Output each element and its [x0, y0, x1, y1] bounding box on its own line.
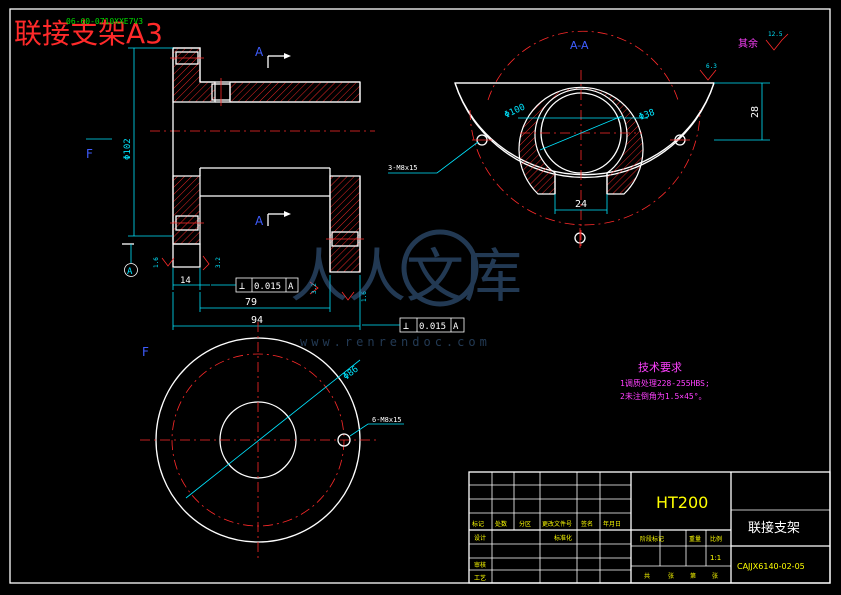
- section-marker-top: A: [255, 45, 264, 59]
- section-marker-bottom: A: [255, 214, 264, 228]
- top-stamp: 06-60-0710XXE7V3: [66, 17, 143, 26]
- roughness-symbol-others: [765, 33, 789, 51]
- section-view-a-a: [454, 30, 715, 250]
- drawing-border: [9, 8, 831, 584]
- tb-sheet-1: 张: [668, 572, 674, 580]
- tb-sheet-0: 共: [644, 572, 650, 580]
- dim-d86-label: Φ86: [342, 364, 361, 382]
- watermark: 人人文库 www.renrendoc.com: [290, 229, 522, 349]
- tb-right-header-0: 阶段标记: [640, 535, 664, 543]
- tb-header-2: 分区: [519, 520, 531, 528]
- dim-d38-label: Φ38: [638, 108, 657, 123]
- tol-1-symbol: ⊥: [239, 281, 245, 292]
- dimension-14: [172, 268, 210, 290]
- roughness-symbol-2: [202, 255, 210, 271]
- dimension-94: [172, 275, 361, 330]
- roughness-3-label: 3.2: [311, 283, 318, 294]
- dimension-24: [554, 194, 608, 214]
- dimension-79: [199, 275, 331, 312]
- dim-28-label: 28: [750, 106, 761, 118]
- roughness-symbol-4: [341, 291, 355, 301]
- roughness-symbol-6-3: [699, 69, 717, 81]
- leader-6-holes: [349, 423, 404, 437]
- tolerance-frame-2: [362, 317, 465, 333]
- roughness-others-label: 其余: [738, 37, 758, 50]
- roughness-others-value: 12.5: [768, 31, 783, 38]
- roughness-symbol-3: [309, 281, 319, 295]
- tb-std-label: 标准化: [554, 534, 572, 542]
- dim-d102-label: Φ102: [123, 138, 133, 160]
- tb-header-1: 处数: [495, 520, 507, 528]
- dim-d38-line: [539, 115, 623, 151]
- datum-label: A: [127, 267, 133, 277]
- datum-circle: [124, 263, 138, 277]
- leader-3-holes: [388, 141, 479, 174]
- section-a-a-label: A-A: [570, 39, 589, 52]
- roughness-6-3-label: 6.3: [706, 63, 717, 70]
- front-section-view: [150, 47, 375, 273]
- watermark-cn: 人人文库: [290, 242, 522, 310]
- dimension-28: [714, 82, 770, 141]
- roughness-symbol-1: [161, 257, 175, 267]
- tol-2-value: 0.015: [419, 322, 446, 332]
- tb-sheet-2: 第: [690, 572, 696, 580]
- dim-d86-line: [185, 359, 361, 499]
- tb-right-header-1: 重量: [689, 535, 701, 543]
- title-block: [468, 471, 831, 584]
- tb-right-header-2: 比例: [710, 535, 722, 543]
- drawing-title: 联接支架A3: [14, 17, 163, 50]
- tol-2-datum: A: [453, 322, 459, 332]
- bottom-view-f: [140, 322, 376, 558]
- view-label-f-bottom: F: [142, 345, 149, 359]
- tech-req-title: 技术要求: [638, 361, 682, 374]
- tol-1-value: 0.015: [254, 282, 281, 292]
- watermark-url: www.renrendoc.com: [300, 335, 491, 349]
- tech-req-line2: 2未注倒角为1.5×45°。: [620, 391, 707, 401]
- dim-79-label: 79: [245, 297, 257, 308]
- view-label-f: F: [86, 147, 93, 161]
- dimension-d102: [122, 47, 173, 245]
- dim-24-label: 24: [575, 199, 587, 210]
- tol-2-symbol: ⊥: [403, 321, 409, 332]
- dim-3-holes-label: 3-M8x15: [388, 164, 418, 172]
- part-name-label: 联接支架: [748, 520, 800, 536]
- section-arrow-top: [267, 53, 291, 68]
- tolerance-frame-1: [211, 277, 299, 293]
- tb-header-4: 签名: [581, 520, 593, 528]
- tb-header-0: 标记: [472, 520, 484, 528]
- dim-14-label: 14: [180, 276, 191, 286]
- dim-6-holes-label: 6-M8x15: [372, 416, 402, 424]
- roughness-2-label: 3.2: [215, 257, 222, 268]
- roughness-1-label: 1.6: [153, 257, 160, 268]
- tb-left-0: 设计: [474, 534, 486, 542]
- roughness-4-label: 1.6: [361, 291, 368, 302]
- drawing-number-label: CAJJX6140-02-05: [737, 562, 805, 571]
- tb-header-3: 更改文件号: [542, 520, 572, 528]
- tb-header-5: 年月日: [603, 520, 621, 528]
- material-label: HT200: [656, 493, 708, 512]
- dim-94-label: 94: [251, 315, 263, 326]
- tb-scale: 1:1: [710, 554, 721, 562]
- tech-req-line1: 1调质处理228-255HBS;: [620, 378, 710, 388]
- tb-left-1: 审核: [474, 561, 486, 569]
- section-arrow-bottom: [267, 211, 291, 226]
- tol-1-datum: A: [288, 282, 294, 292]
- tb-left-2: 工艺: [474, 574, 486, 582]
- tb-sheet-3: 张: [712, 572, 718, 580]
